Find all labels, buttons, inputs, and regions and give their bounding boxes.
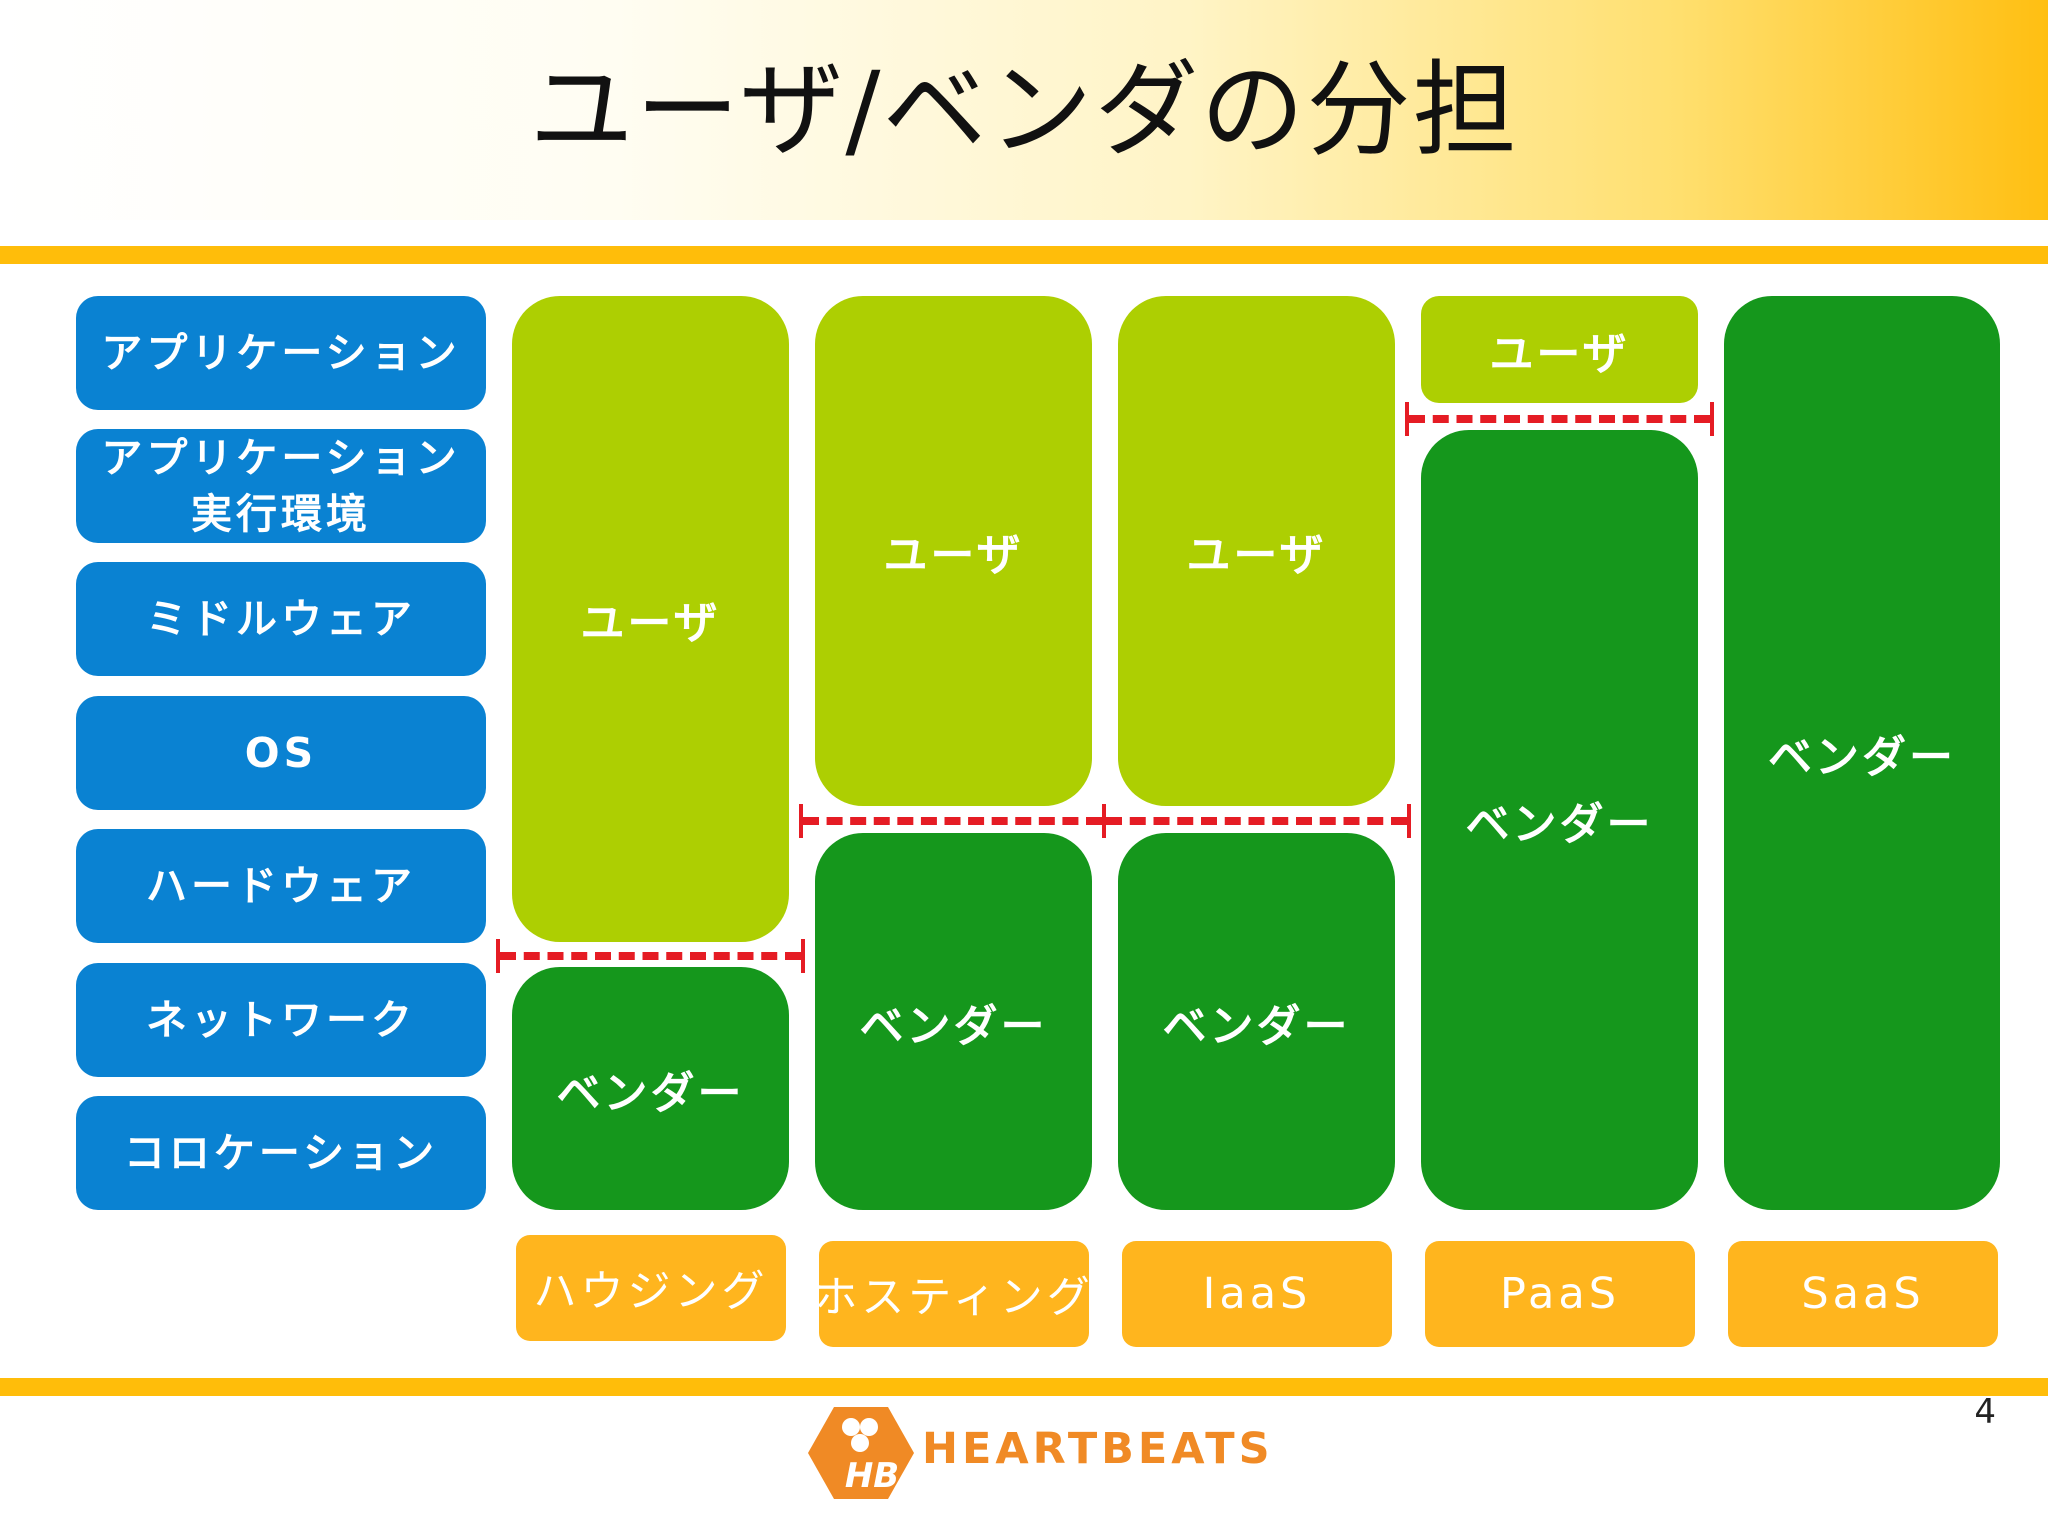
layer-runtime: アプリケーション 実行環境 xyxy=(76,429,486,543)
iaas-divider xyxy=(1102,804,1411,838)
paas-divider xyxy=(1405,402,1714,436)
logo-text: HEARTBEATS xyxy=(922,1424,1274,1474)
top-rule xyxy=(0,246,2048,264)
service-tag-housing: ハウジング xyxy=(516,1235,786,1341)
service-tag-saas: SaaS xyxy=(1728,1241,1998,1347)
paas-user-segment: ユーザ xyxy=(1421,296,1698,403)
iaas-vendor-segment: ベンダー xyxy=(1118,833,1395,1210)
page-number: 4 xyxy=(1974,1392,1996,1432)
layer-colocation: コロケーション xyxy=(76,1096,486,1210)
service-tag-hosting: ホスティング xyxy=(819,1241,1089,1347)
hosting-vendor-segment: ベンダー xyxy=(815,833,1092,1210)
layer-middleware: ミドルウェア xyxy=(76,562,486,676)
housing-divider xyxy=(496,939,805,973)
paas-vendor-segment: ベンダー xyxy=(1421,430,1698,1210)
saas-vendor-segment: ベンダー xyxy=(1724,296,2000,1210)
layer-hardware: ハードウェア xyxy=(76,829,486,943)
iaas-user-segment: ユーザ xyxy=(1118,296,1395,806)
page-title: ユーザ/ベンダの分担 xyxy=(529,49,1519,171)
housing-user-segment: ユーザ xyxy=(512,296,789,942)
bottom-rule xyxy=(0,1378,2048,1396)
logo-letters: HB xyxy=(845,1456,899,1496)
layer-application: アプリケーション xyxy=(76,296,486,410)
layer-network: ネットワーク xyxy=(76,963,486,1077)
title-band xyxy=(0,0,2048,220)
layer-os: OS xyxy=(76,696,486,810)
heartbeats-logo-icon: HB xyxy=(808,1407,914,1499)
hosting-user-segment: ユーザ xyxy=(815,296,1092,806)
housing-vendor-segment: ベンダー xyxy=(512,967,789,1210)
service-tag-paas: PaaS xyxy=(1425,1241,1695,1347)
service-tag-iaas: IaaS xyxy=(1122,1241,1392,1347)
